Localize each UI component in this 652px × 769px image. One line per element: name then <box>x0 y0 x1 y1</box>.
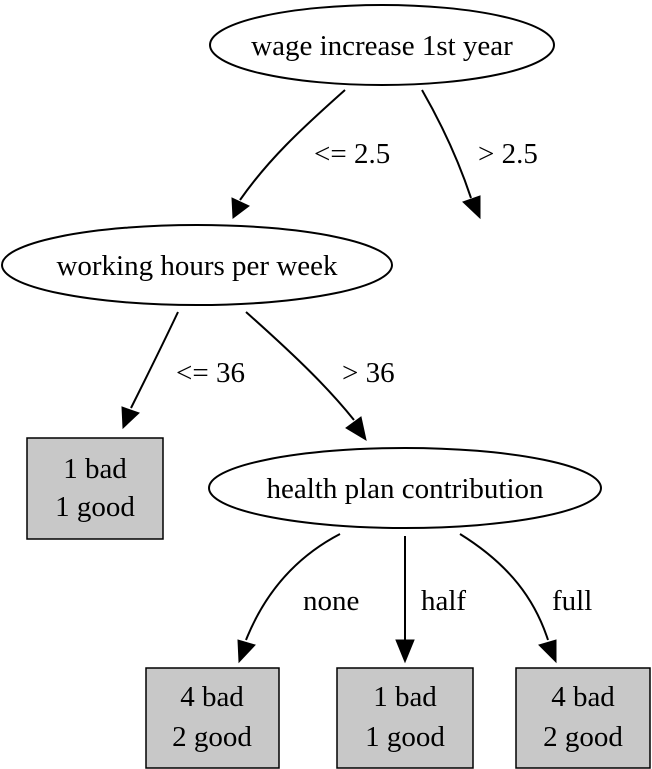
leaf-hours-le-bad: 1 bad <box>63 453 127 485</box>
leaf-hours-le: 1 bad 1 good <box>26 437 164 540</box>
leaf-health-none-bad: 4 bad <box>180 681 244 713</box>
edge-hours-le <box>130 311 179 409</box>
leaf-health-half-box <box>336 667 474 769</box>
edges <box>121 89 557 664</box>
node-health-label: health plan contribution <box>266 473 544 505</box>
edge-label-health-half: half <box>421 585 466 617</box>
edge-hours-gt <box>245 311 355 421</box>
node-health-ellipse <box>208 447 602 529</box>
edge-hours-le-arrow <box>121 406 140 430</box>
node-health: health plan contribution <box>208 447 602 529</box>
edge-label-wage-le: <= 2.5 <box>314 138 390 170</box>
edge-wage-le <box>239 89 346 201</box>
edge-wage-le-arrow <box>231 197 250 219</box>
node-wage-label: wage increase 1st year <box>251 30 513 62</box>
node-wage: wage increase 1st year <box>209 4 555 86</box>
leaf-health-none-good: 2 good <box>172 721 252 753</box>
edge-health-full <box>459 533 549 641</box>
leaf-health-half-good: 1 good <box>365 721 445 753</box>
node-hours-label: working hours per week <box>56 250 338 282</box>
node-hours-ellipse <box>1 224 393 306</box>
edge-hours-gt-arrow <box>345 416 367 442</box>
leaf-hours-le-good: 1 good <box>55 491 135 523</box>
node-hours: working hours per week <box>1 224 393 306</box>
leaf-health-none: 4 bad 2 good <box>145 667 280 769</box>
edge-health-full-arrow <box>538 639 557 664</box>
leaf-health-none-box <box>145 667 280 769</box>
edge-label-health-none: none <box>303 585 359 617</box>
leaf-health-half-bad: 1 bad <box>373 681 437 713</box>
edge-health-none <box>245 533 341 641</box>
edge-health-none-arrow <box>237 639 256 664</box>
leaf-health-half: 1 bad 1 good <box>336 667 474 769</box>
node-wage-ellipse <box>209 4 555 86</box>
edge-wage-gt-arrow <box>462 195 481 220</box>
leaf-hours-le-box <box>26 437 164 540</box>
edge-label-hours-le: <= 36 <box>176 357 245 389</box>
edge-labels: <= 2.5 > 2.5 <= 36 > 36 none half full <box>176 138 592 617</box>
edge-label-hours-gt: > 36 <box>342 357 395 389</box>
edge-label-wage-gt: > 2.5 <box>478 138 538 170</box>
edge-wage-gt <box>421 89 472 199</box>
leaf-health-full-good: 2 good <box>543 721 623 753</box>
edge-label-health-full: full <box>552 585 592 617</box>
leaf-health-full-bad: 4 bad <box>551 681 615 713</box>
leaf-health-full-box <box>515 667 651 769</box>
edge-health-half-arrow <box>395 639 415 664</box>
leaf-health-full: 4 bad 2 good <box>515 667 651 769</box>
